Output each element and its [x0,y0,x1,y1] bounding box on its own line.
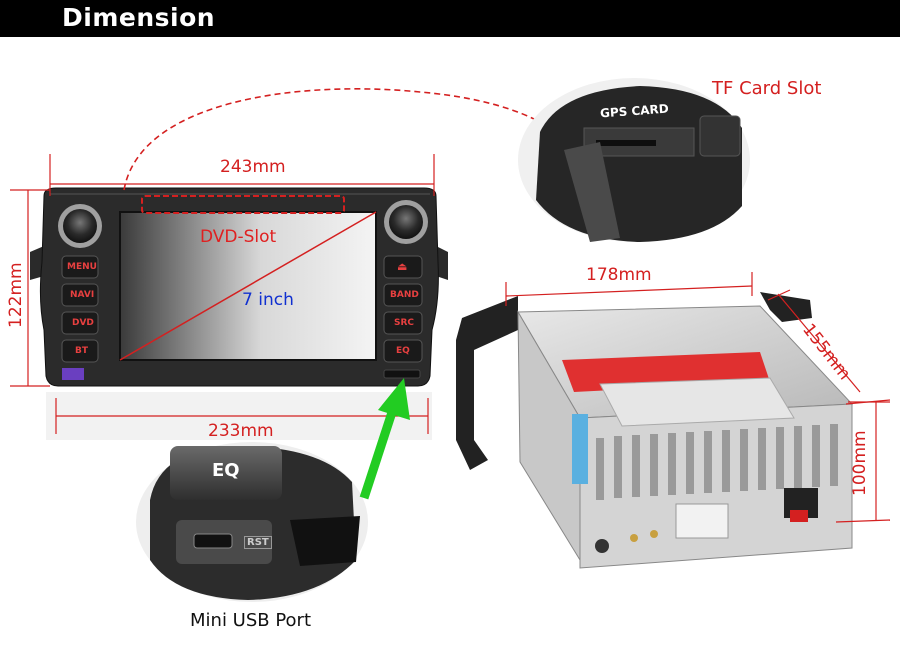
right-button-column [383,255,423,363]
green-arrow-shaft [359,398,401,500]
dim-tick-100-bottom [835,519,891,523]
green-arrow-head [378,378,410,420]
back-dimension-lines [505,272,891,523]
card-slot-indicator [62,368,84,380]
back-unit [456,292,854,569]
eq-button-label: EQ [396,346,410,356]
front-unit [30,187,448,440]
src-button [383,311,423,335]
tf-card-slot [596,140,656,146]
screen-size-label: 7 inch [242,290,294,310]
page-title: Dimension [62,3,216,32]
dvd-slot-label: DVD-Slot [200,227,277,247]
closeup-block [699,115,741,157]
bt-button-label: BT [75,346,88,356]
screen-diagonal [119,211,377,361]
green-arrow [359,378,410,500]
navi-button [61,283,99,307]
left-button-column [61,255,99,363]
dim-label-243mm: 243mm [220,157,286,177]
navi-button-label: NAVI [70,290,95,300]
gps-port [630,534,638,542]
eject-button [383,255,423,279]
bt-button [61,339,99,363]
red-connector [790,510,808,522]
dim-label-178mm: 178mm [586,265,652,285]
back-left-bracket [456,296,518,470]
eq-closeup-label: EQ [212,460,240,481]
back-right-bracket [760,292,812,322]
band-button-label: BAND [390,290,419,300]
tune-knob [389,205,423,239]
tf-card-connector [123,88,561,191]
tf-card-slot-label: TF Card Slot [712,78,822,99]
usb-cover-closeup [290,516,360,566]
right-bracket [436,246,448,280]
usb-closeup [136,442,368,602]
usb-cover [383,369,421,379]
dim-line-178 [505,285,753,297]
band-button [383,283,423,307]
rst-label: RST [244,536,272,549]
eq-button-closeup [170,446,282,500]
dim-line-155 [777,293,861,393]
front-dimension-lines [10,154,435,434]
wire-connector-blue [572,414,588,484]
dim-label-233mm: 233mm [208,421,274,441]
volume-knob [63,209,97,243]
spec-label [599,377,795,427]
dvd-button [61,311,99,335]
eq-button [383,339,423,363]
dim-label-100mm: 100mm [850,430,870,496]
menu-button-label: MENU [67,262,97,272]
mini-usb-port-icon [193,533,233,549]
dim-tick-155-top [767,289,791,301]
gps-card-closeup [518,78,750,242]
mini-usb-port-label: Mini USB Port [190,610,312,631]
left-bracket [30,246,44,280]
dim-label-122mm: 122mm [6,262,26,328]
heatsink-fins [596,424,838,500]
harness-connector [675,503,729,539]
rca-port [650,530,658,538]
header-bar: Dimension [0,0,900,37]
closeup-tab [564,142,620,242]
menu-button [61,255,99,279]
eject-icon: ⏏ [397,260,408,273]
dvd-button-label: DVD [72,318,94,328]
src-button-label: SRC [394,318,415,328]
antenna-port [595,539,609,553]
